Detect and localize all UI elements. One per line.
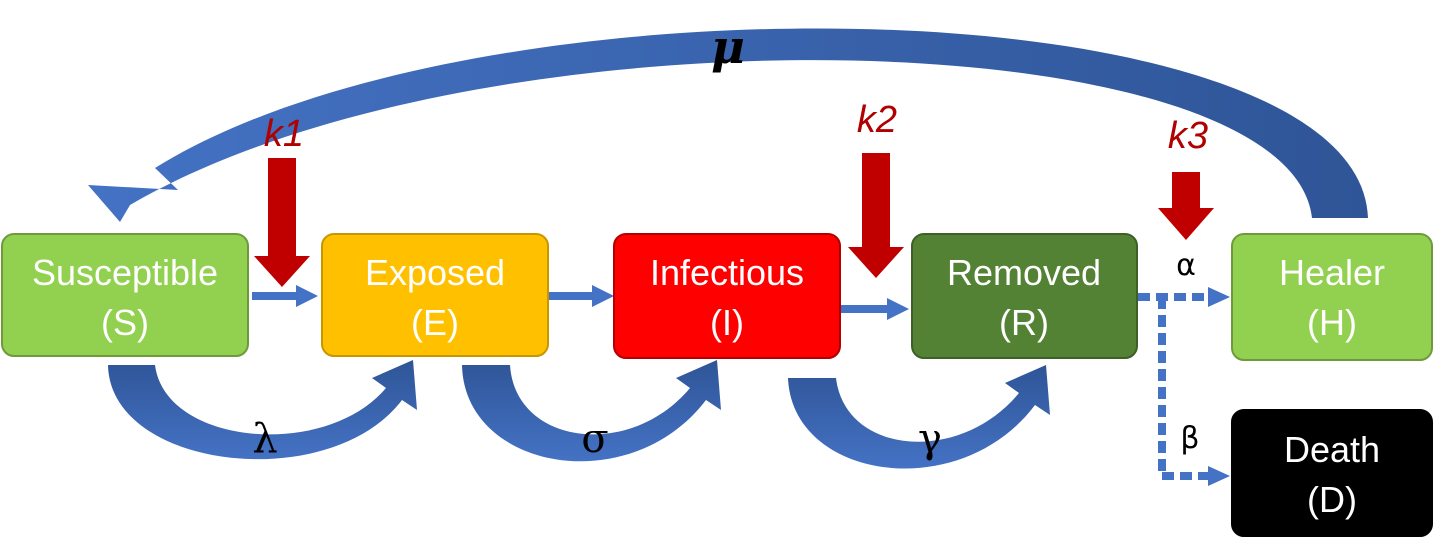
beta-label: β — [1180, 421, 1199, 456]
k3-label: k3 — [1168, 115, 1208, 157]
k1-control-arrow — [254, 158, 310, 287]
node-box — [613, 233, 841, 359]
node-box — [1, 233, 249, 357]
flow-arrow-s-e — [252, 285, 318, 307]
beta-dashed-arrow — [1158, 297, 1230, 486]
node-death: Death (D) — [1231, 409, 1433, 537]
node-label-symbol: (I) — [710, 302, 744, 343]
node-label-name: Removed — [947, 252, 1101, 293]
node-box — [1231, 409, 1433, 537]
node-removed: Removed (R) — [911, 233, 1138, 359]
node-label-symbol: (D) — [1307, 479, 1357, 520]
node-label-symbol: (E) — [411, 302, 459, 343]
node-label-symbol: (R) — [999, 302, 1049, 343]
node-label-symbol: (H) — [1307, 302, 1357, 343]
k2-control-arrow — [848, 153, 904, 278]
node-label-name: Death — [1284, 429, 1380, 470]
alpha-dashed-arrow — [1138, 287, 1230, 307]
node-label-name: Healer — [1279, 252, 1385, 293]
node-box — [1231, 233, 1433, 361]
node-label-name: Exposed — [365, 252, 505, 293]
node-box — [911, 233, 1138, 359]
gamma-curve-arrow — [788, 365, 1050, 469]
mu-feedback-arrow — [88, 28, 1368, 222]
node-infectious: Infectious (I) — [613, 233, 841, 359]
node-label-name: Infectious — [650, 252, 804, 293]
mu-label: μ — [711, 20, 745, 74]
k1-label: k1 — [264, 113, 304, 155]
node-box — [321, 233, 549, 357]
sigma-label: σ — [581, 416, 608, 462]
gamma-label: γ — [918, 416, 942, 462]
node-susceptible: Susceptible (S) — [1, 233, 249, 357]
k3-control-arrow — [1158, 172, 1214, 240]
sigma-curve-arrow — [462, 360, 721, 462]
flow-arrow-e-i — [548, 285, 614, 307]
lambda-curve-arrow — [108, 360, 417, 460]
lambda-label: λ — [252, 416, 277, 462]
node-label-name: Susceptible — [32, 252, 218, 293]
node-healer: Healer (H) — [1231, 233, 1433, 361]
flow-arrow-i-r — [841, 298, 909, 320]
k2-label: k2 — [857, 99, 897, 141]
node-label-symbol: (S) — [101, 302, 149, 343]
alpha-label: α — [1176, 248, 1196, 283]
node-exposed: Exposed (E) — [321, 233, 549, 357]
